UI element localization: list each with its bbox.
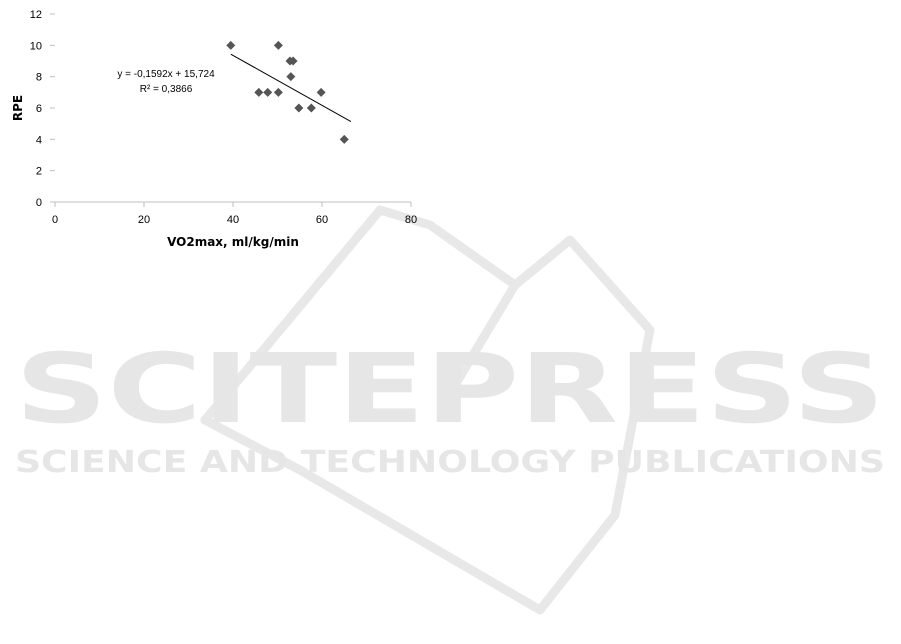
y-axis: 0 2 4 6 8 10 12 — [30, 9, 55, 209]
data-point — [286, 72, 295, 81]
y-tick-label: 6 — [36, 103, 42, 115]
data-point — [307, 104, 316, 113]
y-tick-label: 0 — [36, 197, 42, 209]
data-point — [317, 88, 326, 97]
x-tick-label: 0 — [52, 214, 58, 226]
x-tick-label: 80 — [405, 214, 417, 226]
data-point — [226, 41, 235, 50]
y-tick-label: 8 — [36, 72, 42, 84]
y-tick-label: 2 — [36, 166, 42, 178]
data-point — [294, 104, 303, 113]
data-point — [274, 88, 283, 97]
trendline-equation: y = -0,1592x + 15,724 — [117, 69, 215, 80]
x-tick-label: 40 — [227, 214, 239, 226]
data-point — [274, 41, 283, 50]
x-axis-title: VO2max, ml/kg/min — [167, 235, 299, 249]
trendline-r-squared: R² = 0,3866 — [140, 84, 193, 95]
y-tick-label: 12 — [30, 9, 42, 21]
data-point — [263, 88, 272, 97]
x-axis: 0 20 40 60 80 — [52, 202, 417, 226]
data-points — [226, 41, 348, 144]
data-point — [340, 135, 349, 144]
x-tick-label: 60 — [316, 214, 328, 226]
y-tick-label: 10 — [30, 40, 42, 52]
x-tick-label: 20 — [138, 214, 150, 226]
data-point — [254, 88, 263, 97]
y-tick-label: 4 — [36, 134, 42, 146]
y-axis-title: RPE — [11, 95, 25, 121]
